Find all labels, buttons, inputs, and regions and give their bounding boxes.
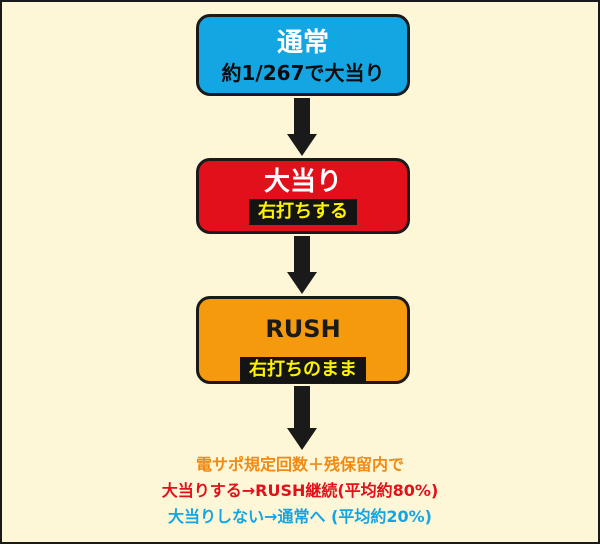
arrow-down-icon	[287, 386, 317, 450]
rush-instruction-tag: 右打ちのまま	[240, 357, 366, 383]
jackpot-title: 大当り	[263, 167, 342, 197]
note-continue: 大当りする→RUSH継続(平均約80%)	[161, 481, 439, 500]
jackpot-instruction-tag: 右打ちする	[249, 199, 357, 225]
normal-state-box: 通常 約1/267で大当り	[196, 14, 410, 96]
note-condition: 電サポ規定回数＋残保留内で	[195, 455, 404, 474]
arrow-down-icon	[287, 98, 317, 156]
arrow-down-icon	[287, 236, 317, 294]
result-notes: 電サポ規定回数＋残保留内で 大当りする→RUSH継続(平均約80%) 大当りしな…	[0, 452, 600, 530]
note-end: 大当りしない→通常へ (平均約20%)	[168, 507, 432, 526]
normal-state-title: 通常	[276, 28, 329, 58]
jackpot-box: 大当り 右打ちする	[196, 158, 410, 234]
rush-box: RUSH 右打ちのまま	[196, 296, 410, 384]
rush-title: RUSH	[265, 315, 341, 343]
normal-state-probability: 約1/267で大当り	[221, 61, 385, 85]
